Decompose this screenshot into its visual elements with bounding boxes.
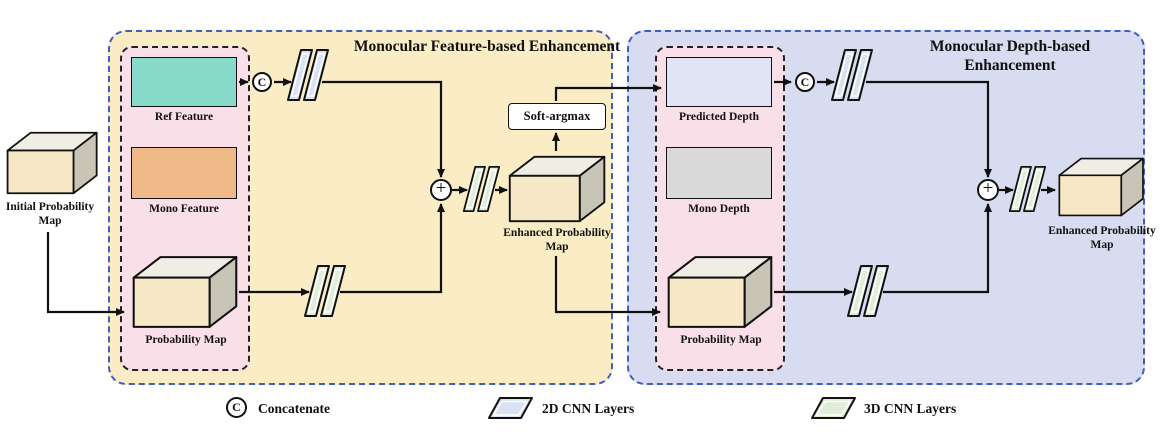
cnn3d-stack-feature-fuse	[462, 166, 501, 212]
cnn2d-stack-feature	[287, 49, 329, 101]
initial-probability-map-cuboid	[6, 131, 98, 195]
probability-map-label-feature: Probability Map	[145, 334, 227, 346]
feature-module-title: Monocular Feature-based Enhancement	[353, 38, 621, 55]
probability-map-cuboid-depth	[667, 256, 773, 328]
mono-feature-label: Mono Feature	[149, 203, 219, 215]
soft-argmax-box: Soft-argmax	[508, 103, 606, 130]
probability-map-cuboid-feature	[132, 256, 238, 328]
concatenate-circle-feature: C	[252, 72, 272, 92]
legend-concatenate-label: Concatenate	[258, 401, 330, 416]
mono-feature-box	[131, 147, 237, 199]
concatenate-circle-depth: C	[795, 72, 815, 92]
add-circle-feature: +	[430, 178, 452, 201]
predicted-depth-box	[666, 57, 772, 107]
ref-feature-label: Ref Feature	[154, 111, 214, 123]
cnn3d-stack-depth-lower	[847, 265, 889, 317]
probability-map-label-depth: Probability Map	[680, 334, 762, 346]
initial-probability-map-label: Initial Probability Map	[5, 201, 95, 228]
legend-cnn3d-icon	[811, 397, 856, 419]
enhanced-probability-map-label-feature: Enhanced Probability Map	[503, 227, 611, 254]
legend-concatenate-icon: C	[226, 397, 247, 418]
ref-feature-box	[131, 57, 237, 107]
depth-module-title: Monocular Depth-based Enhancement	[929, 38, 1091, 74]
enhanced-probability-map-cuboid-feature	[508, 155, 606, 223]
predicted-depth-label: Predicted Depth	[679, 111, 759, 123]
mono-depth-label: Mono Depth	[688, 203, 750, 215]
enhanced-probability-map-label-depth: Enhanced Probability Map	[1048, 225, 1156, 252]
cnn3d-stack-depth-fuse	[1008, 166, 1047, 212]
legend-cnn2d-icon	[488, 397, 533, 419]
legend-cnn3d-label: 3D CNN Layers	[864, 401, 957, 416]
mono-depth-box	[666, 147, 772, 199]
cnn2d-stack-depth	[831, 49, 873, 101]
cnn3d-stack-feature-lower	[304, 265, 346, 317]
legend-cnn2d-label: 2D CNN Layers	[542, 401, 635, 416]
enhanced-probability-map-cuboid-depth	[1058, 157, 1144, 217]
add-circle-depth: +	[977, 178, 999, 201]
